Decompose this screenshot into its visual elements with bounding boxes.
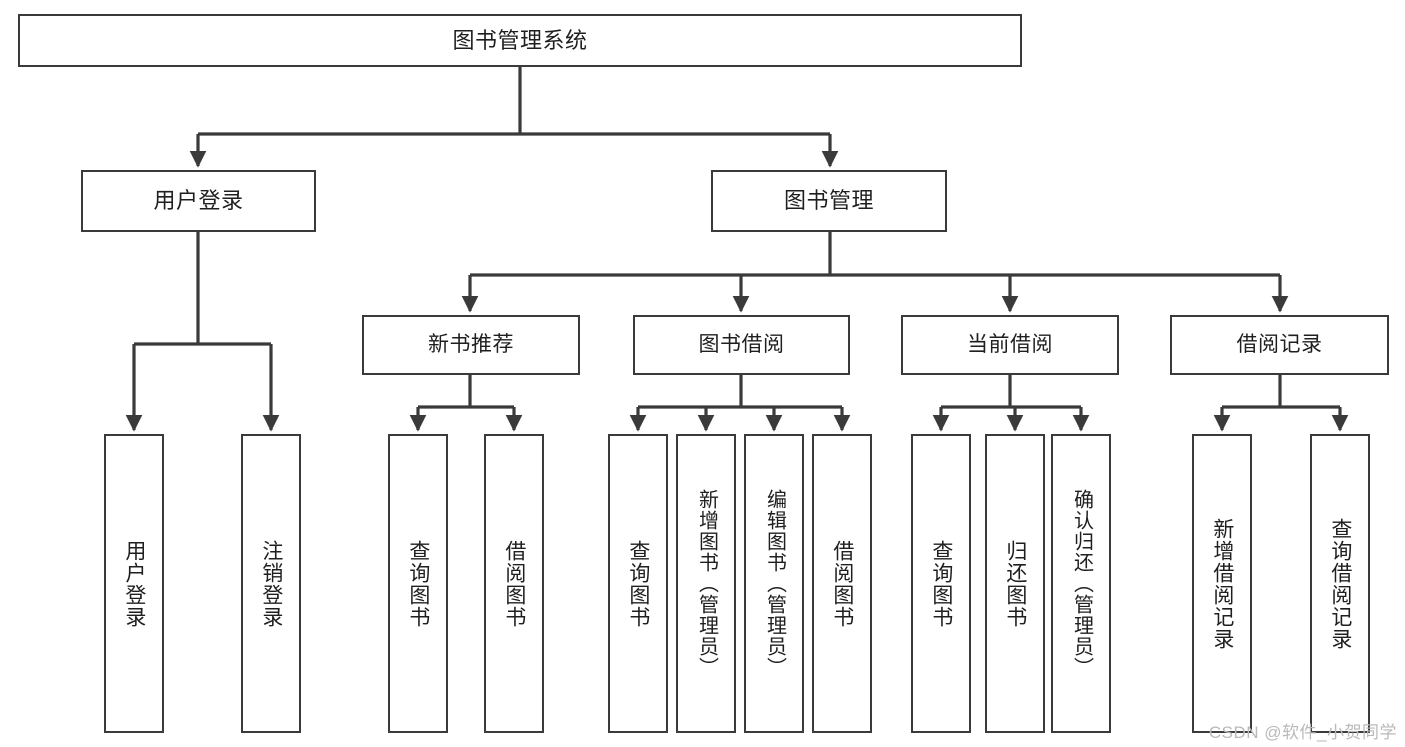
leaf-add-borrow-record-label: 新增借阅记录 [1210,517,1234,650]
node-new-book-recommend-label: 新书推荐 [428,332,514,356]
csdn-watermark: CSDN @软件_小贺同学 [1208,723,1397,742]
leaf-confirm-return-admin-label: 确认归还（管理员） [1070,489,1093,678]
leaf-add-borrow-record[interactable]: 新增借阅记录 [1192,434,1252,733]
node-book-borrow-label: 图书借阅 [698,332,785,356]
node-book-management-label: 图书管理 [783,188,874,214]
node-borrow-record-label: 借阅记录 [1236,332,1323,356]
node-root[interactable]: 图书管理系统 [18,14,1022,67]
node-current-borrow-label: 当前借阅 [967,332,1053,356]
leaf-return-book[interactable]: 归还图书 [985,434,1045,733]
leaf-query-book-current-label: 查询图书 [929,539,953,628]
leaf-borrow-book[interactable]: 借阅图书 [812,434,872,733]
leaf-user-login-label: 用户登录 [122,539,146,628]
leaf-query-borrow-record[interactable]: 查询借阅记录 [1310,434,1370,733]
leaf-edit-book-admin-label: 编辑图书（管理员） [763,489,786,678]
node-book-borrow[interactable]: 图书借阅 [633,315,850,375]
leaf-borrow-book-label: 借阅图书 [830,539,854,628]
leaf-query-borrow-record-label: 查询借阅记录 [1328,517,1352,650]
leaf-logout[interactable]: 注销登录 [241,434,301,733]
leaf-query-book-borrow-label: 查询图书 [626,539,650,628]
leaf-borrow-book-newbook[interactable]: 借阅图书 [484,434,544,733]
node-book-management[interactable]: 图书管理 [711,170,947,232]
leaf-query-book-current[interactable]: 查询图书 [911,434,971,733]
node-new-book-recommend[interactable]: 新书推荐 [362,315,580,375]
leaf-user-login[interactable]: 用户登录 [104,434,164,733]
leaf-add-book-admin-label: 新增图书（管理员） [695,489,718,678]
leaf-confirm-return-admin[interactable]: 确认归还（管理员） [1051,434,1111,733]
node-user-login-label: 用户登录 [153,188,244,214]
leaf-borrow-book-newbook-label: 借阅图书 [502,539,526,628]
leaf-logout-label: 注销登录 [259,539,283,628]
node-current-borrow[interactable]: 当前借阅 [901,315,1119,375]
leaf-query-book-newbook[interactable]: 查询图书 [388,434,448,733]
node-root-label: 图书管理系统 [452,27,588,53]
node-user-login[interactable]: 用户登录 [81,170,316,232]
leaf-query-book-borrow[interactable]: 查询图书 [608,434,668,733]
leaf-add-book-admin[interactable]: 新增图书（管理员） [676,434,736,733]
leaf-edit-book-admin[interactable]: 编辑图书（管理员） [744,434,804,733]
leaf-query-book-newbook-label: 查询图书 [406,539,430,628]
leaf-return-book-label: 归还图书 [1003,539,1027,628]
node-borrow-record[interactable]: 借阅记录 [1170,315,1389,375]
